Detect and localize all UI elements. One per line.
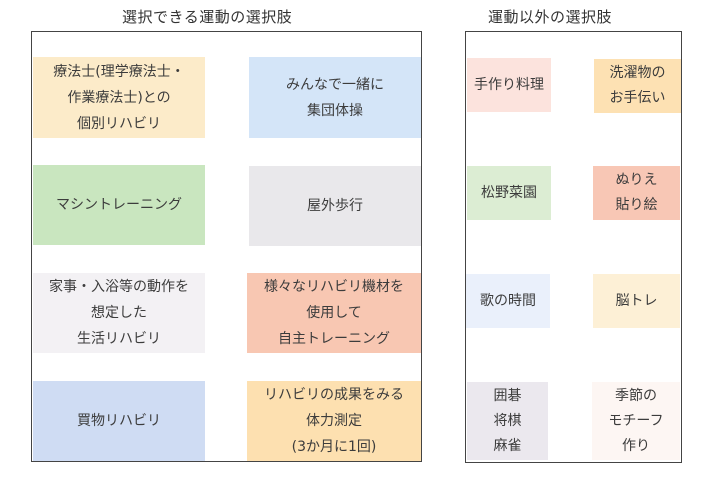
option-coloring-collage: ぬりえ 貼り絵 <box>593 166 680 220</box>
option-line: 生活リハビリ <box>77 331 161 347</box>
option-board-games: 囲碁 将棋 麻雀 <box>467 382 548 460</box>
option-line: 作り <box>622 437 650 454</box>
option-line: マシントレーニング <box>56 197 182 213</box>
option-self-training: 様々なリハビリ機材を 使用して 自主トレーニング <box>247 273 421 353</box>
option-line: (3か月に1回) <box>291 439 377 455</box>
option-line: 様々なリハビリ機材を <box>264 279 404 295</box>
option-line: 集団体操 <box>307 102 363 119</box>
option-brain-training: 脳トレ <box>593 274 680 328</box>
option-line: ぬりえ <box>615 172 658 188</box>
option-line: 体力測定 <box>306 413 362 429</box>
option-machine-training: マシントレーニング <box>33 165 205 245</box>
option-singing-time: 歌の時間 <box>466 274 550 328</box>
option-line: 使用して <box>306 305 362 321</box>
option-line: 歌の時間 <box>480 292 536 309</box>
option-line: 想定した <box>91 305 147 321</box>
option-group-exercise: みんなで一緒に 集団体操 <box>249 57 421 138</box>
option-line: 貼り絵 <box>615 197 658 213</box>
option-line: 買物リハビリ <box>77 413 161 429</box>
option-line: リハビリの成果をみる <box>264 387 404 403</box>
option-individual-rehab: 療法士(理学療法士・ 作業療法士)との 個別リハビリ <box>33 57 205 138</box>
option-line: みんなで一緒に <box>286 76 384 93</box>
option-seasonal-crafts: 季節の モチーフ 作り <box>592 382 680 460</box>
option-outdoor-walking: 屋外歩行 <box>249 166 421 246</box>
option-line: 屋外歩行 <box>307 198 363 214</box>
exercise-options-title: 選択できる運動の選択肢 <box>122 8 293 26</box>
option-line: お手伝い <box>609 90 666 106</box>
option-line: 作業療法士)との <box>67 89 171 106</box>
option-line: モチーフ <box>608 412 664 429</box>
option-line: 個別リハビリ <box>77 115 161 132</box>
option-laundry-help: 洗濯物の お手伝い <box>594 59 681 113</box>
option-daily-life-rehab: 家事・入浴等の動作を 想定した 生活リハビリ <box>33 273 205 353</box>
option-shopping-rehab: 買物リハビリ <box>33 381 205 461</box>
option-fitness-test: リハビリの成果をみる 体力測定 (3か月に1回) <box>247 381 421 461</box>
option-line: 脳トレ <box>615 292 658 309</box>
option-line: 松野菜園 <box>481 184 537 201</box>
option-line: 麻雀 <box>493 437 522 454</box>
option-line: 洗濯物の <box>609 65 666 81</box>
option-line: 手作り料理 <box>474 76 544 93</box>
option-vegetable-garden: 松野菜園 <box>467 166 551 220</box>
non-exercise-options-title: 運動以外の選択肢 <box>488 8 613 26</box>
option-line: 囲碁 <box>493 387 522 404</box>
option-line: 将棋 <box>493 412 522 429</box>
option-homemade-cooking: 手作り料理 <box>467 58 551 112</box>
option-line: 季節の <box>615 387 657 404</box>
option-line: 家事・入浴等の動作を <box>49 279 189 295</box>
option-line: 自主トレーニング <box>278 331 390 347</box>
option-line: 療法士(理学療法士・ <box>53 63 185 80</box>
